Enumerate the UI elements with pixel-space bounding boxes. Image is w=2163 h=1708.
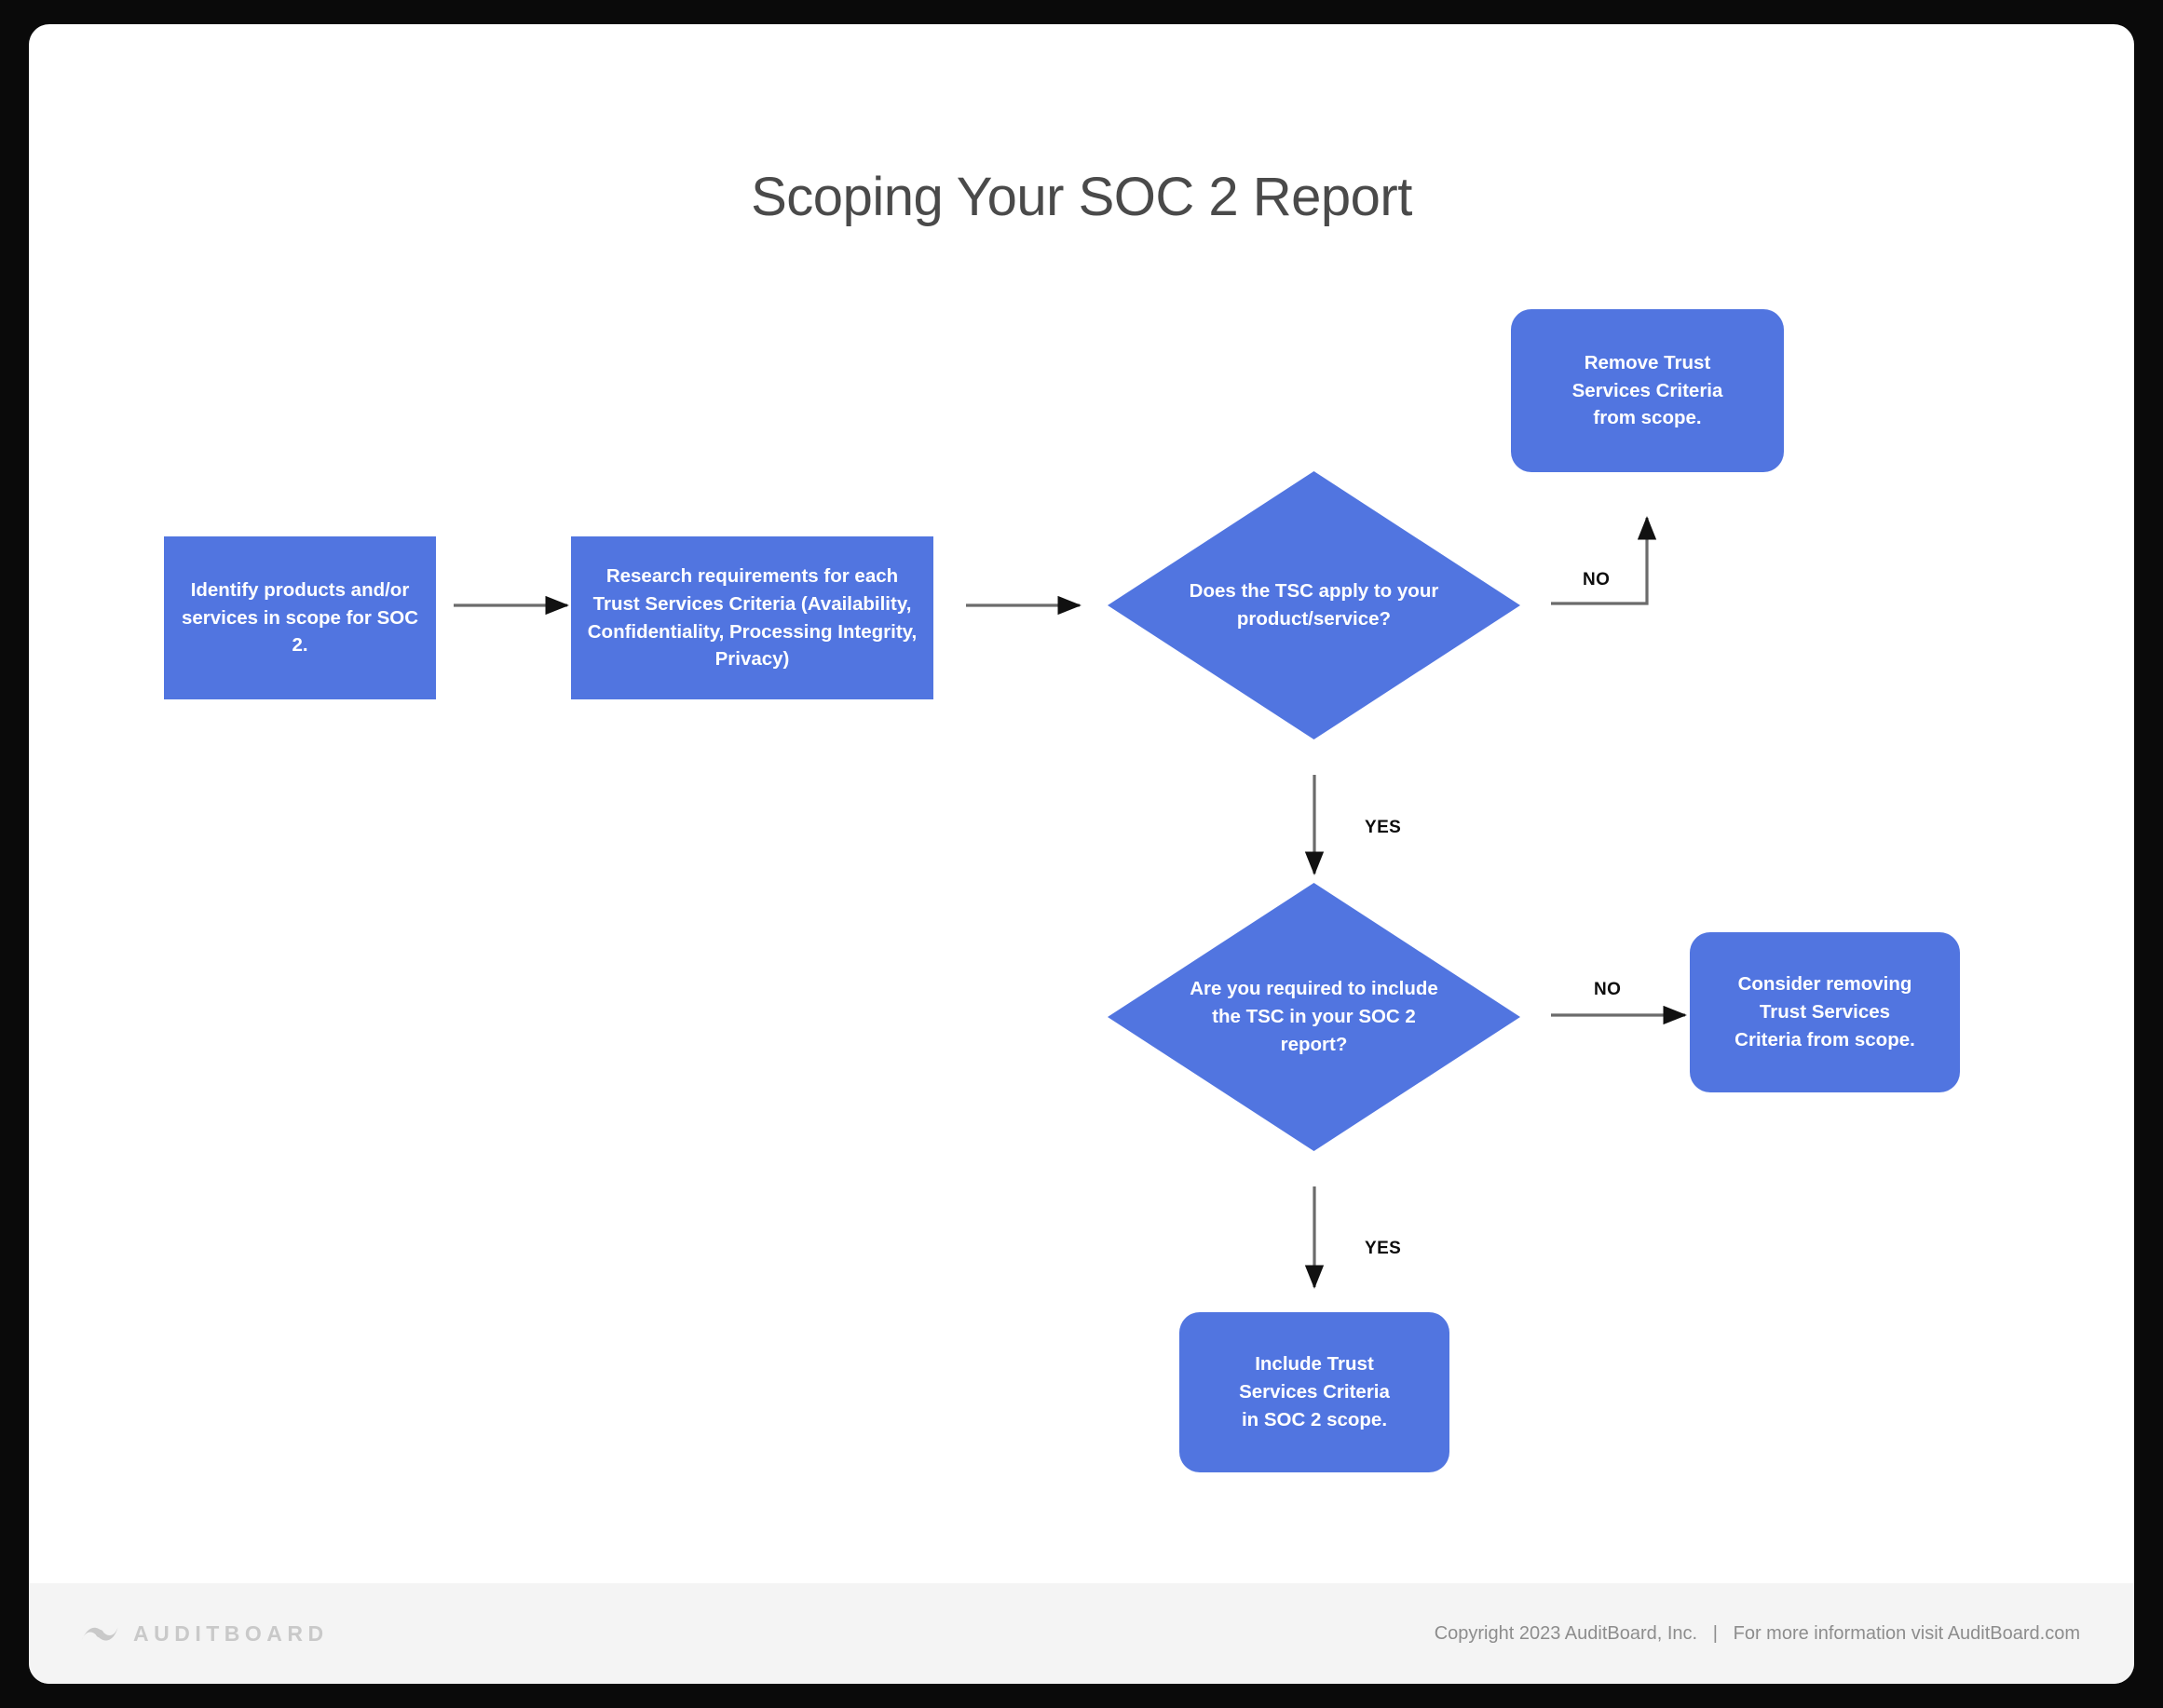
connector-decision1-no bbox=[1551, 516, 1657, 605]
node-consider-removing-tsc[interactable]: Consider removing Trust Services Criteri… bbox=[1690, 932, 1960, 1092]
node-research-requirements[interactable]: Research requirements for each Trust Ser… bbox=[571, 536, 933, 699]
edge-label-decision1-yes: YES bbox=[1365, 818, 1402, 837]
footer: AUDITBOARD Copyright 2023 AuditBoard, In… bbox=[29, 1583, 2134, 1684]
node-remove-tsc[interactable]: Remove Trust Services Criteria from scop… bbox=[1511, 309, 1784, 472]
node-tsc-apply-decision-label: Does the TSC apply to your product/servi… bbox=[1189, 580, 1439, 630]
edge-label-decision2-no: NO bbox=[1594, 980, 1622, 999]
edge-label-decision1-no: NO bbox=[1583, 570, 1611, 590]
node-include-tsc-label: Include Trust Services Criteria in SOC 2… bbox=[1239, 1353, 1390, 1430]
infographic-card: Scoping Your SOC 2 Report bbox=[29, 24, 2134, 1684]
node-identify-products-label: Identify products and/or services in sco… bbox=[181, 578, 419, 657]
flow-connectors bbox=[454, 516, 1687, 1289]
node-research-requirements-label: Research requirements for each Trust Ser… bbox=[587, 565, 918, 671]
edge-label-decision2-yes: YES bbox=[1365, 1239, 1402, 1258]
auditboard-logo-icon bbox=[81, 1627, 118, 1641]
node-identify-products[interactable]: Identify products and/or services in sco… bbox=[164, 536, 436, 699]
node-tsc-required-decision[interactable]: Are you required to include the TSC in y… bbox=[1108, 883, 1520, 1151]
node-remove-tsc-label: Remove Trust Services Criteria from scop… bbox=[1571, 351, 1723, 429]
copyright-text: Copyright 2023 AuditBoard, Inc. | For mo… bbox=[1434, 1622, 2080, 1644]
brand-name: AUDITBOARD bbox=[133, 1620, 329, 1646]
node-tsc-required-decision-label: Are you required to include the TSC in y… bbox=[1190, 978, 1438, 1055]
node-consider-removing-tsc-label: Consider removing Trust Services Criteri… bbox=[1734, 973, 1915, 1051]
node-tsc-apply-decision[interactable]: Does the TSC apply to your product/servi… bbox=[1108, 471, 1520, 739]
flowchart: Identify products and/or services in sco… bbox=[29, 24, 2134, 1684]
brand-lockup: AUDITBOARD bbox=[80, 1620, 329, 1647]
node-include-tsc[interactable]: Include Trust Services Criteria in SOC 2… bbox=[1179, 1312, 1449, 1472]
page-title: Scoping Your SOC 2 Report bbox=[751, 167, 1412, 227]
